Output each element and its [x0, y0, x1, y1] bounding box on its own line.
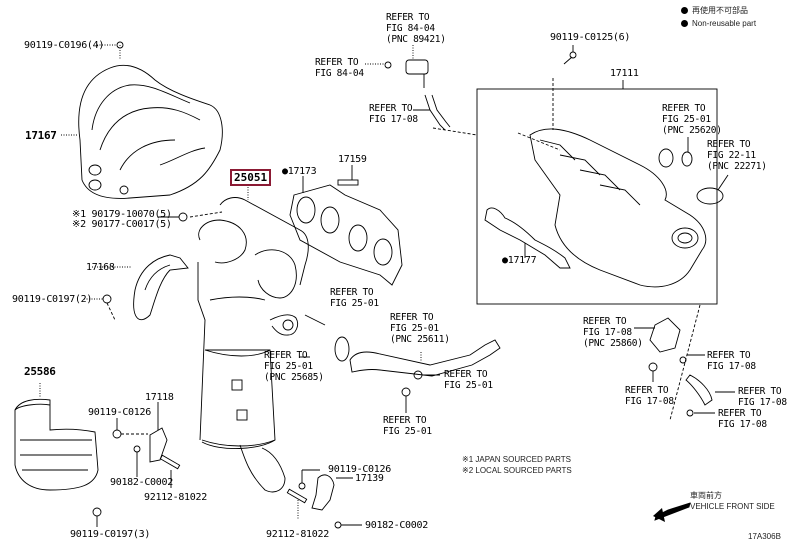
- intake-manifold-group-box: [476, 88, 718, 305]
- refer-fig-84-04[interactable]: REFER TO FIG 84-04: [315, 57, 364, 79]
- part-label-92112-81022-b[interactable]: 92112-81022: [266, 529, 329, 540]
- heat-insulator-25586-drawing: [14, 398, 99, 491]
- part-label-90182-c0002-b[interactable]: 90182-C0002: [365, 520, 428, 531]
- bracket-17118-drawing: [149, 427, 168, 463]
- part-label-90119-c0196[interactable]: 90119-C0196(4): [24, 40, 105, 51]
- part-label-25051-highlighted[interactable]: 25051: [230, 169, 272, 186]
- refer-fig-25-01-pnc-25685[interactable]: REFER TO FIG 25-01 (PNC 25685): [264, 350, 324, 383]
- filled-dot-icon: [681, 20, 688, 27]
- refer-fig-25-01-nut[interactable]: REFER TO FIG 25-01: [444, 369, 493, 391]
- bracket-17139-drawing: [311, 474, 335, 511]
- part-label-90119-c0197-2[interactable]: 90119-C0197(2): [12, 294, 93, 305]
- refer-fig-25-01-bolt[interactable]: REFER TO FIG 25-01: [383, 415, 432, 437]
- refer-fig-17-08-a[interactable]: REFER TO FIG 17-08: [707, 350, 756, 372]
- part-label-90119-c0126-b[interactable]: 90119-C0126: [328, 464, 391, 475]
- refer-fig-17-08-d[interactable]: REFER TO FIG 17-08: [718, 408, 767, 430]
- refer-fig-17-08-b[interactable]: REFER TO FIG 17-08: [625, 385, 674, 407]
- part-label-90179-10070[interactable]: ※1 90179-10070(5): [72, 209, 172, 220]
- legend-non-reusable-jp: 再使用不可部品: [681, 5, 748, 16]
- hose-17-08-right-drawing: [685, 374, 713, 406]
- part-label-90119-c0126-a[interactable]: 90119-C0126: [88, 407, 151, 418]
- vsv-25860-drawing: [649, 317, 681, 353]
- part-label-17168[interactable]: 17168: [86, 262, 115, 273]
- note-local-sourced: ※2 LOCAL SOURCED PARTS: [462, 466, 572, 475]
- part-label-17111[interactable]: 17111: [610, 68, 639, 79]
- part-label-92112-81022-a[interactable]: 92112-81022: [144, 492, 207, 503]
- legend-non-reusable-en: Non-reusable part: [681, 18, 756, 29]
- sensor-84-04-drawing: [384, 59, 429, 88]
- part-label-90119-c0125[interactable]: 90119-C0125(6): [550, 32, 631, 43]
- part-label-25586[interactable]: 25586: [24, 365, 56, 378]
- refer-fig-84-04-pnc-89421[interactable]: REFER TO FIG 84-04 (PNC 89421): [386, 12, 446, 45]
- intake-manifold-17111-drawing: [529, 128, 707, 288]
- part-label-17167[interactable]: 17167: [25, 129, 57, 142]
- figure-code: 17A306B: [748, 532, 781, 541]
- manifold-gasket-17173-drawing: [289, 184, 403, 286]
- part-label-90177-c0017[interactable]: ※2 90177-C0017(5): [72, 219, 172, 230]
- refer-fig-22-11-pnc-22271[interactable]: REFER TO FIG 22-11 (PNC 22271): [707, 139, 767, 172]
- vehicle-front-arrow-icon: [650, 505, 651, 506]
- heat-insulator-17168-drawing: [133, 254, 189, 320]
- exhaust-pipe-drawing: [334, 336, 501, 377]
- direction-en: VEHICLE FRONT SIDE: [690, 502, 775, 511]
- part-label-90119-c0197-3[interactable]: 90119-C0197(3): [70, 529, 151, 540]
- part-label-17173[interactable]: ●17173: [282, 166, 317, 177]
- refer-fig-17-08-pnc-25860[interactable]: REFER TO FIG 17-08 (PNC 25860): [583, 316, 643, 349]
- note-japan-sourced: ※1 JAPAN SOURCED PARTS: [462, 455, 571, 464]
- intake-gasket-17177-drawing: [484, 207, 571, 269]
- heat-insulator-17167-drawing: [78, 64, 223, 199]
- part-label-90182-c0002-a[interactable]: 90182-C0002: [110, 477, 173, 488]
- refer-fig-25-01-gasket[interactable]: REFER TO FIG 25-01: [330, 287, 379, 309]
- refer-fig-17-08-hose[interactable]: REFER TO FIG 17-08: [369, 103, 418, 125]
- refer-fig-25-01-pnc-25611[interactable]: REFER TO FIG 25-01 (PNC 25611): [390, 312, 450, 345]
- part-label-17118[interactable]: 17118: [145, 392, 174, 403]
- gasket-22271-drawing: [696, 187, 724, 205]
- filled-dot-icon: [681, 7, 688, 14]
- exhaust-manifold-25051-drawing: [197, 197, 309, 493]
- refer-fig-17-08-c[interactable]: REFER TO FIG 17-08: [738, 386, 787, 408]
- part-label-17177[interactable]: ●17177: [502, 255, 537, 266]
- o-ring-25620-drawing: [681, 151, 693, 167]
- refer-fig-25-01-pnc-25620[interactable]: REFER TO FIG 25-01 (PNC 25620): [662, 103, 722, 136]
- part-label-17139[interactable]: 17139: [355, 473, 384, 484]
- direction-jp: 車両前方: [690, 491, 722, 500]
- part-label-17159[interactable]: 17159: [338, 154, 367, 165]
- hose-17-08-drawing: [424, 94, 446, 131]
